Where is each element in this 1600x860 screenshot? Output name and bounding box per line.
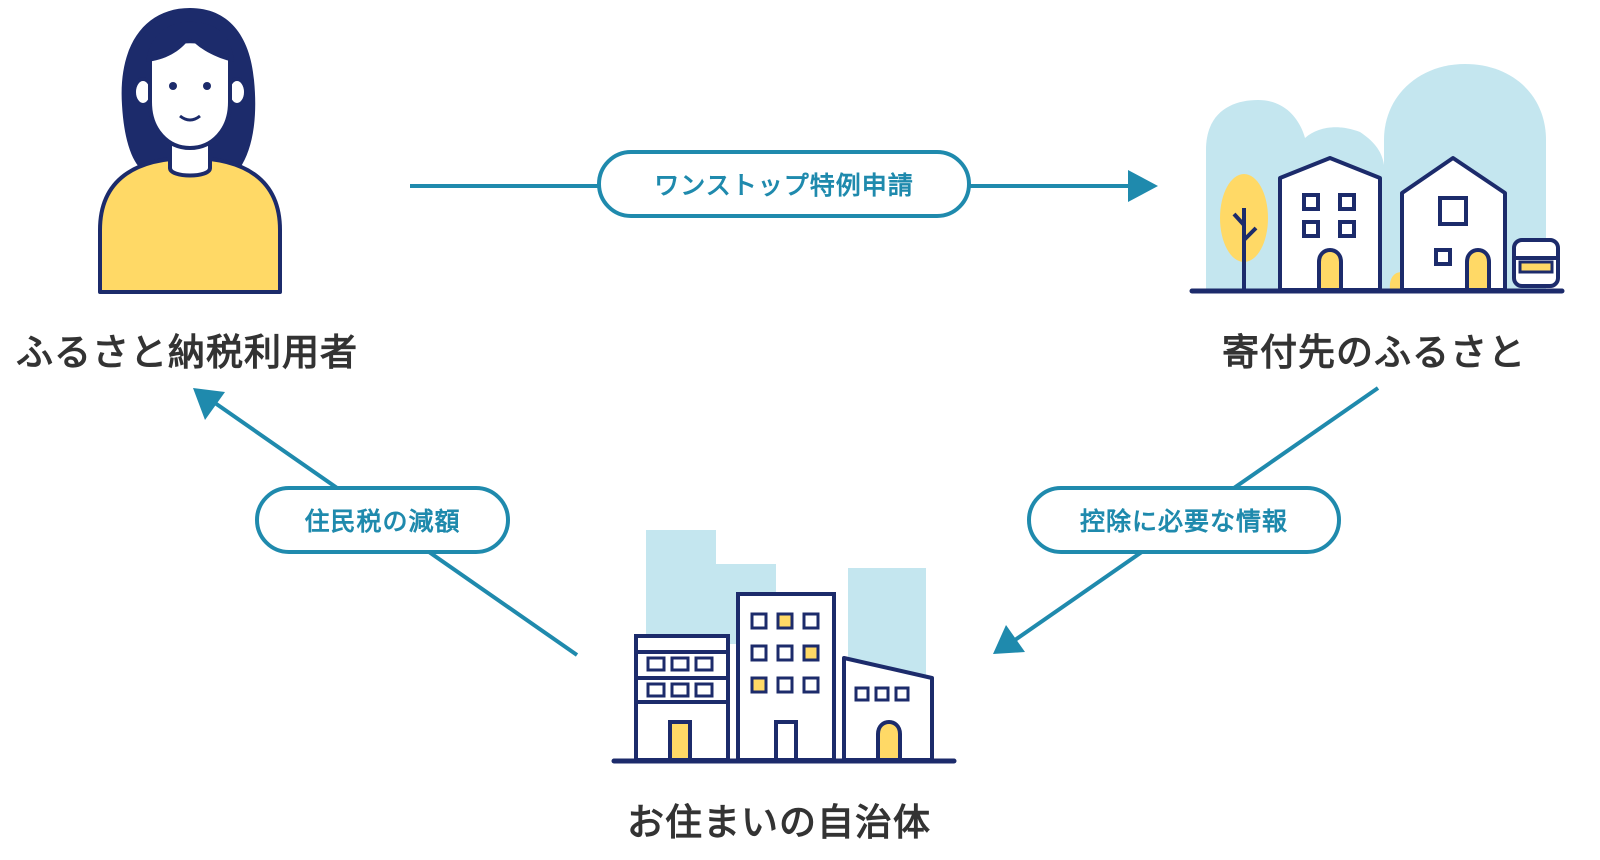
municipality-label: お住まいの自治体: [627, 801, 931, 844]
tax-reduction-pill-text: 住民税の減額: [304, 507, 461, 536]
deduction-info-pill: 控除に必要な情報: [1027, 486, 1341, 554]
tax-reduction-pill: 住民税の減額: [255, 486, 510, 554]
destination-label: 寄付先のふるさと: [1222, 331, 1526, 374]
municipality-illustration: [611, 530, 957, 764]
application-pill-text: ワンストップ特例申請: [654, 171, 914, 200]
hometown-illustration: [1189, 64, 1565, 294]
person-illustration: [98, 8, 282, 294]
user-label: ふるさと納税利用者: [16, 331, 358, 374]
deduction-info-pill-text: 控除に必要な情報: [1079, 507, 1288, 536]
application-pill: ワンストップ特例申請: [597, 150, 971, 218]
